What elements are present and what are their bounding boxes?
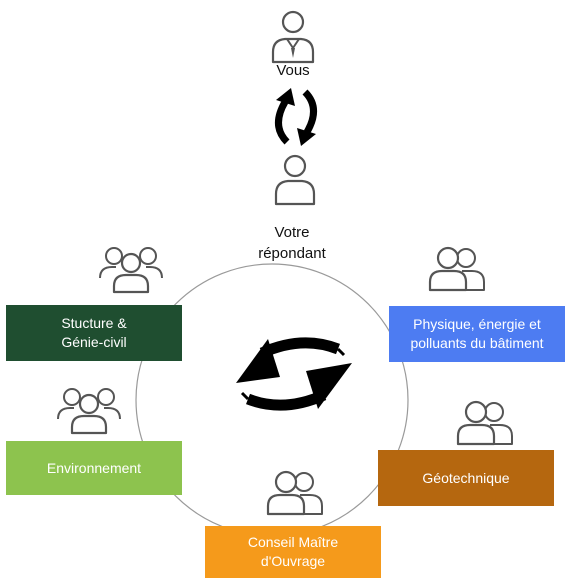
team-label-line1: Physique, énergie et: [413, 316, 541, 332]
team-box-environment: Environnement: [6, 441, 182, 495]
team-label-line1: Stucture &: [61, 315, 127, 331]
group-icon: [57, 388, 121, 435]
group-icon: [456, 400, 513, 446]
refresh-arrows-icon: [275, 88, 317, 146]
team-label-line1: Conseil Maître: [247, 534, 339, 550]
respondent-label-line2: répondant: [258, 245, 326, 262]
refresh-arrows-icon: [236, 337, 352, 411]
group-icon: [266, 470, 323, 516]
respondent-label-line1: Votre: [274, 224, 310, 241]
team-box-geotechnics: Géotechnique: [378, 450, 554, 506]
team-label-line2: d'Ouvrage: [260, 553, 326, 569]
team-label-line2: polluants du bâtiment: [410, 335, 544, 351]
you-label: Vous: [276, 62, 310, 79]
team-box-structure: Stucture & Génie-civil: [6, 305, 182, 361]
team-label-line1: Géotechnique: [422, 469, 510, 486]
user-tie-icon: [271, 10, 315, 64]
team-label-line2: Génie-civil: [61, 334, 127, 350]
user-icon: [274, 154, 316, 206]
team-label-line1: Environnement: [46, 459, 142, 476]
group-icon: [99, 247, 163, 294]
team-box-client-advice: Conseil Maître d'Ouvrage: [205, 526, 381, 578]
team-box-physics: Physique, énergie et polluants du bâtime…: [389, 306, 565, 362]
group-icon: [428, 246, 485, 292]
